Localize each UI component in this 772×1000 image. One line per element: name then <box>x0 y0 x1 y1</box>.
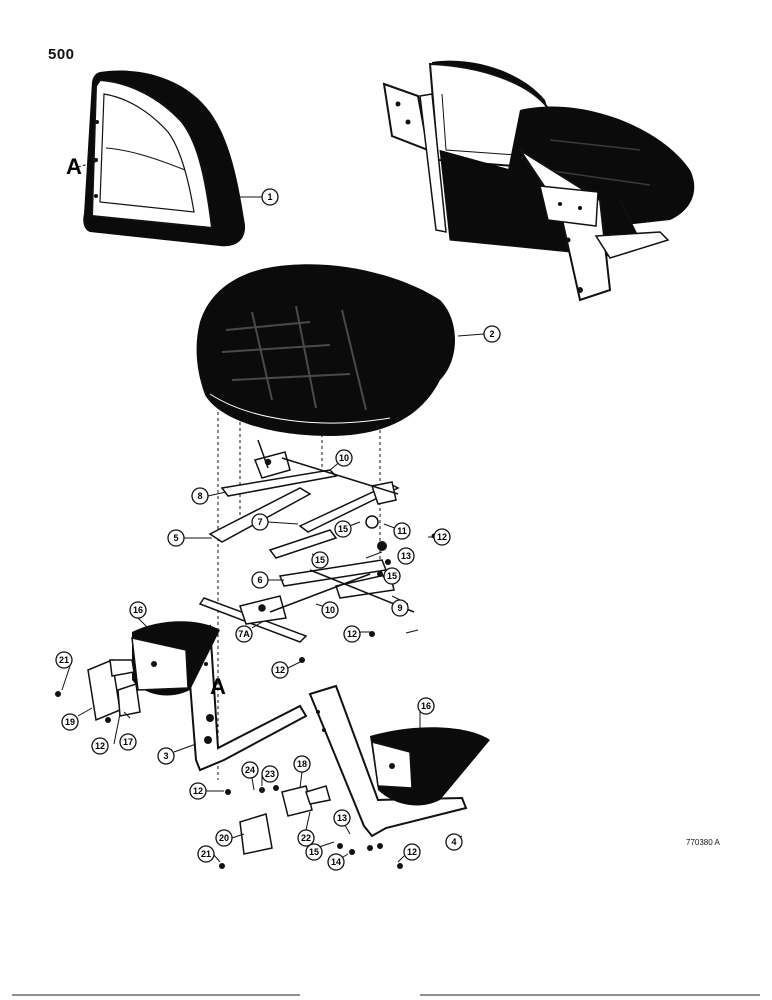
svg-text:1: 1 <box>267 192 272 202</box>
svg-text:21: 21 <box>201 849 211 859</box>
callout-7: 7 <box>251 513 269 531</box>
figure-code: 770380 A <box>686 838 720 847</box>
view-letter-bracket: A <box>210 674 226 699</box>
svg-text:6: 6 <box>257 575 262 585</box>
callout-20: 20 <box>215 829 233 847</box>
left-armrest <box>55 621 220 723</box>
svg-text:2: 2 <box>489 329 494 339</box>
callout-15-b: 15 <box>311 551 329 569</box>
right-support-bracket <box>308 684 468 851</box>
svg-text:12: 12 <box>407 847 417 857</box>
seat-cushion <box>196 264 455 436</box>
svg-text:7: 7 <box>257 517 262 527</box>
callout-2: 2 <box>483 325 501 343</box>
svg-text:3: 3 <box>163 751 168 761</box>
svg-text:20: 20 <box>219 833 229 843</box>
callout-21-a: 21 <box>55 651 73 669</box>
callout-6: 6 <box>251 571 269 589</box>
svg-text:10: 10 <box>325 605 335 615</box>
svg-text:15: 15 <box>309 847 319 857</box>
callout-15-a: 15 <box>334 520 352 538</box>
svg-text:14: 14 <box>331 857 341 867</box>
svg-text:11: 11 <box>397 526 407 536</box>
svg-text:24: 24 <box>245 765 255 775</box>
svg-text:22: 22 <box>301 833 311 843</box>
svg-text:19: 19 <box>65 717 75 727</box>
svg-text:16: 16 <box>421 701 431 711</box>
callouts: 1 2 10 8 5 7 15 11 12 15 13 15 6 9 10 7A… <box>55 188 501 871</box>
callout-22: 22 <box>297 829 315 847</box>
svg-text:13: 13 <box>337 813 347 823</box>
callout-12-a: 12 <box>433 528 451 546</box>
callout-12-c: 12 <box>271 661 289 679</box>
callout-19: 19 <box>61 713 79 731</box>
callout-16-left: 16 <box>129 601 147 619</box>
callout-23: 23 <box>261 765 279 783</box>
svg-text:4: 4 <box>451 837 456 847</box>
callout-14: 14 <box>327 853 345 871</box>
svg-text:17: 17 <box>123 737 133 747</box>
callout-1: 1 <box>261 188 279 206</box>
callout-9: 9 <box>391 599 409 617</box>
svg-text:9: 9 <box>397 603 402 613</box>
svg-text:12: 12 <box>95 741 105 751</box>
svg-text:12: 12 <box>193 786 203 796</box>
callout-12-b: 12 <box>343 625 361 643</box>
callout-12-d: 12 <box>91 737 109 755</box>
callout-13-b: 13 <box>333 809 351 827</box>
svg-text:15: 15 <box>315 555 325 565</box>
callout-18: 18 <box>293 755 311 773</box>
assembled-seat <box>382 60 695 302</box>
callout-16-right: 16 <box>417 697 435 715</box>
callout-12-e: 12 <box>189 782 207 800</box>
svg-text:23: 23 <box>265 769 275 779</box>
svg-text:16: 16 <box>133 605 143 615</box>
callout-8: 8 <box>191 487 209 505</box>
svg-text:12: 12 <box>275 665 285 675</box>
svg-text:5: 5 <box>173 533 178 543</box>
callout-15-c: 15 <box>383 567 401 585</box>
svg-text:12: 12 <box>437 532 447 542</box>
callout-21-b: 21 <box>197 845 215 863</box>
svg-text:21: 21 <box>59 655 69 665</box>
page-number: 500 <box>48 46 75 63</box>
right-armrest <box>219 727 490 869</box>
callout-11: 11 <box>393 522 411 540</box>
callout-4: 4 <box>445 833 463 851</box>
callout-7a: 7A <box>235 625 253 643</box>
svg-text:7A: 7A <box>238 629 250 639</box>
callout-5: 5 <box>167 529 185 547</box>
callout-13-a: 13 <box>397 547 415 565</box>
callout-10-upper: 10 <box>335 449 353 467</box>
callout-17: 17 <box>119 733 137 751</box>
callout-24: 24 <box>241 761 259 779</box>
svg-text:12: 12 <box>347 629 357 639</box>
view-letter-backrest: A <box>66 154 82 179</box>
backrest-part <box>83 70 246 247</box>
svg-text:10: 10 <box>339 453 349 463</box>
fasteners <box>225 533 437 869</box>
svg-text:8: 8 <box>197 491 202 501</box>
callout-10-lower: 10 <box>321 601 339 619</box>
svg-text:15: 15 <box>387 571 397 581</box>
svg-text:15: 15 <box>338 524 348 534</box>
svg-text:18: 18 <box>297 759 307 769</box>
callout-15-d: 15 <box>305 843 323 861</box>
slide-rails <box>198 439 415 643</box>
callout-12-f: 12 <box>403 843 421 861</box>
svg-text:13: 13 <box>401 551 411 561</box>
callout-3: 3 <box>157 747 175 765</box>
